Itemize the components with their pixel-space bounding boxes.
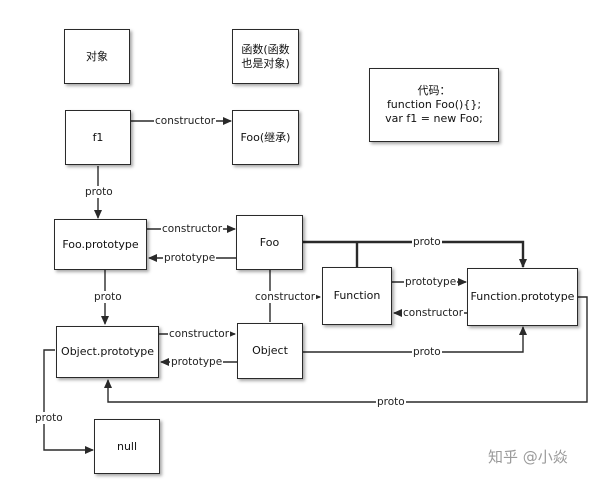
code-box: 代码： function Foo(){}; var f1 = new Foo;: [369, 68, 499, 142]
node-foo: Foo: [236, 215, 303, 270]
node-function-label: Function: [333, 289, 381, 302]
node-foo-prototype-label: Foo.prototype: [62, 237, 139, 251]
code-line-2: var f1 = new Foo;: [385, 112, 483, 125]
label-object-prototype: prototype: [170, 356, 224, 368]
node-foo-prototype: Foo.prototype: [54, 219, 147, 270]
edge-object-proto: [303, 326, 527, 353]
node-object-label: Object: [252, 344, 288, 357]
node-function: Function: [322, 267, 392, 325]
node-foo-label: Foo: [259, 235, 280, 249]
node-object-prototype: Object.prototype: [56, 326, 159, 378]
node-object-prototype-label: Object.prototype: [61, 345, 154, 358]
node-foo-inherit: Foo(继承): [232, 110, 299, 165]
node-object-concept-label: 对象: [86, 49, 108, 63]
node-function-prototype-label: Function.prototype: [470, 290, 575, 303]
label-f1-constructor: constructor: [154, 115, 217, 127]
label-object-constructor: constructor: [254, 291, 317, 303]
node-object-concept: 对象: [64, 29, 130, 84]
node-function-concept-label: 函数(函数 也是对象): [241, 42, 290, 70]
label-objproto-constructor: constructor: [168, 328, 231, 340]
node-null: null: [94, 419, 160, 474]
label-fooproto-constructor: constructor: [161, 223, 224, 235]
label-function-prototype: prototype: [404, 276, 458, 288]
node-f1: f1: [65, 110, 131, 165]
label-fooproto-proto: proto: [93, 291, 123, 303]
node-f1-label: f1: [92, 130, 104, 144]
node-null-label: null: [116, 439, 138, 453]
label-f1-proto: proto: [84, 186, 114, 198]
code-title: 代码：: [417, 84, 451, 97]
node-function-prototype: Function.prototype: [467, 268, 578, 326]
code-line-1: function Foo(){};: [386, 98, 482, 111]
label-funcproto-proto: proto: [376, 396, 406, 408]
watermark-text: 知乎 @小焱: [488, 448, 568, 466]
node-object: Object: [237, 323, 303, 379]
label-foo-prototype: prototype: [163, 252, 217, 264]
label-funcproto-constructor: constructor: [402, 307, 465, 319]
label-foo-proto: proto: [412, 236, 442, 248]
edge-foo-proto: [303, 240, 527, 268]
label-object-proto: proto: [412, 346, 442, 358]
node-function-concept: 函数(函数 也是对象): [232, 29, 299, 84]
label-objproto-proto: proto: [34, 412, 64, 424]
edge-funcproto-proto: [104, 296, 588, 403]
node-foo-inherit-label: Foo(继承): [240, 130, 291, 144]
edge-objproto-proto: [43, 349, 94, 454]
